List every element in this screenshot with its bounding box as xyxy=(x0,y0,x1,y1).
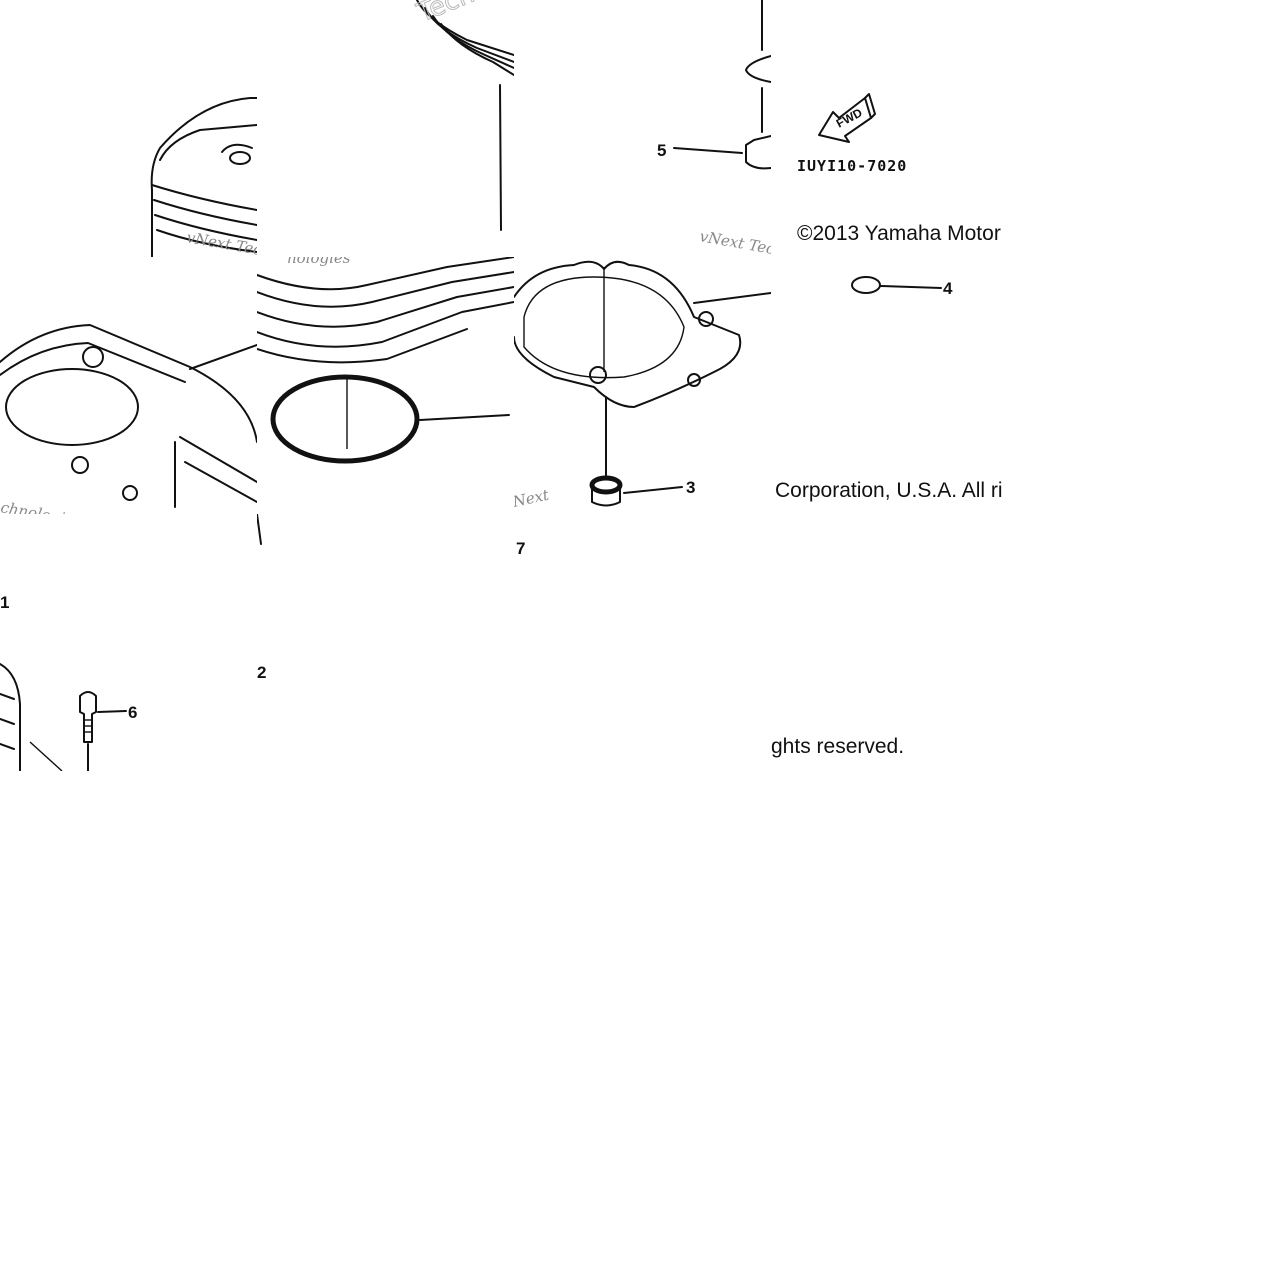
tile-cylinder-upper-left: vNext Technologies xyxy=(0,0,257,257)
o-ring-shape xyxy=(270,374,420,464)
watermark-text: chnologies xyxy=(0,498,83,514)
tile-o-ring: nologies xyxy=(257,257,514,514)
tile-callout-7: 7 xyxy=(514,514,771,771)
tile-base-gasket: 3 Next xyxy=(514,257,771,514)
bolt-shape xyxy=(79,691,97,743)
watermark-text: nologies xyxy=(287,257,351,267)
tile-blank xyxy=(1028,257,1285,514)
callout-3: 3 xyxy=(686,478,695,497)
watermark-text: Techno xyxy=(412,0,508,29)
tile-fwd-and-copyright: FWD IUYI10-7020 ©2013 Yamaha Motor xyxy=(771,0,1028,257)
tile-copyright-end: ghts reserved. xyxy=(771,514,1028,771)
tile-cylinder-fins-top: Techno xyxy=(257,0,514,257)
tile-small-o-ring-4: 4 Corporation, U.S.A. All ri xyxy=(771,257,1028,514)
callout-5: 5 xyxy=(657,141,666,160)
tile-cylinder-base: chnologies xyxy=(0,257,257,514)
callout-7: 7 xyxy=(516,539,525,558)
callout-4: 4 xyxy=(943,279,953,298)
tile-callout-2: 2 xyxy=(257,514,514,771)
tile-bolt-6: 1 6 xyxy=(0,514,257,771)
callout-1: 1 xyxy=(0,593,9,612)
watermark-text: Next xyxy=(514,486,551,512)
watermark-text: vNext Technologies xyxy=(698,227,771,257)
tile-blank-top-right xyxy=(1028,0,1285,257)
fwd-label: FWD xyxy=(834,105,865,130)
diagram-code: IUYI10-7020 xyxy=(797,157,907,175)
copyright-line-1: ©2013 Yamaha Motor xyxy=(797,222,1001,245)
callout-6: 6 xyxy=(128,703,137,722)
fwd-arrow-icon: FWD xyxy=(818,93,876,143)
tile-dowel-pin-5: 5 vNext Technologies xyxy=(514,0,771,257)
copyright-line-3: ghts reserved. xyxy=(771,735,904,758)
copyright-line-2: Corporation, U.S.A. All ri xyxy=(775,479,1003,502)
callout-2: 2 xyxy=(257,663,266,682)
